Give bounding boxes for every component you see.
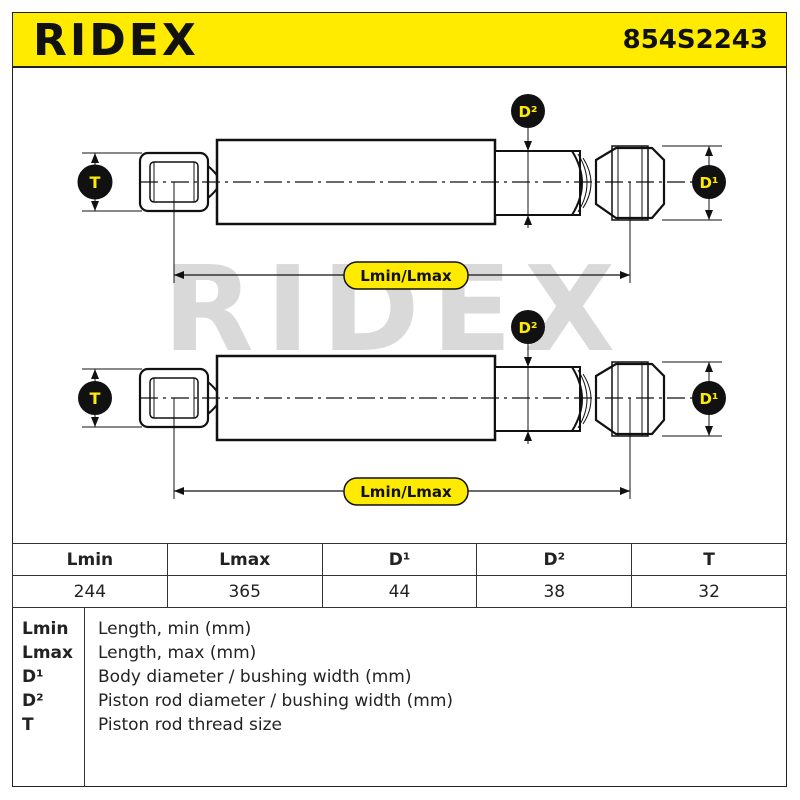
length-badge-bottom — [343, 477, 469, 506]
brand-logo: RIDEX — [33, 15, 199, 66]
d2-badge-bottom — [511, 310, 545, 344]
legend-key: Lmin — [22, 619, 69, 639]
table-header-row: Lmin Lmax D¹ D² T — [12, 543, 787, 576]
svg-text:D²: D² — [518, 103, 537, 121]
svg-text:D¹: D¹ — [699, 174, 718, 192]
legend: Lmin Length, min (mm) Lmax Length, max (… — [12, 607, 787, 787]
legend-desc: Piston rod thread size — [98, 715, 283, 735]
d2-badge-top — [511, 94, 545, 128]
t-badge-bottom — [78, 381, 112, 415]
legend-divider — [84, 607, 85, 787]
t-badge-top — [77, 164, 113, 200]
svg-text:Lmin/Lmax: Lmin/Lmax — [360, 483, 452, 501]
legend-desc: Piston rod diameter / bushing width (mm) — [98, 691, 454, 711]
d1-badge-top — [692, 165, 726, 199]
svg-text:T: T — [90, 173, 101, 192]
shock-absorber-diagram: RIDEX — [77, 94, 726, 506]
header-bar: RIDEX 854S2243 — [12, 12, 787, 68]
d1-badge-bottom — [692, 381, 726, 415]
svg-text:Lmin/Lmax: Lmin/Lmax — [360, 267, 452, 285]
header-lmax: Lmax — [166, 543, 323, 576]
shock-absorber-bottom — [82, 344, 722, 499]
value-d2: 38 — [476, 575, 633, 608]
legend-desc: Length, max (mm) — [98, 643, 257, 663]
svg-text:D¹: D¹ — [699, 390, 718, 408]
value-lmin: 244 — [12, 575, 168, 608]
legend-key: D² — [22, 691, 44, 711]
part-number: 854S2243 — [622, 25, 768, 55]
header-d2: D² — [476, 543, 633, 576]
length-badge-top — [343, 261, 469, 290]
svg-text:D²: D² — [518, 319, 537, 337]
svg-text:T: T — [90, 389, 101, 408]
legend-key: D¹ — [22, 667, 44, 687]
rod-bottom — [494, 366, 581, 432]
legend-desc: Length, min (mm) — [98, 619, 252, 639]
legend-desc: Body diameter / bushing width (mm) — [98, 667, 412, 687]
shock-absorber-top — [82, 128, 722, 283]
value-d1: 44 — [321, 575, 478, 608]
value-lmax: 365 — [166, 575, 323, 608]
legend-key: T — [22, 715, 34, 735]
header-lmin: Lmin — [12, 543, 168, 576]
body-bottom — [215, 354, 497, 442]
value-t: 32 — [631, 575, 787, 608]
table-value-row: 244 365 44 38 32 — [12, 575, 787, 608]
header-d1: D¹ — [321, 543, 478, 576]
dimensions-table: Lmin Lmax D¹ D² T 244 365 44 38 32 — [12, 543, 787, 608]
rod-top — [494, 150, 581, 216]
header-t: T — [631, 543, 787, 576]
legend-key: Lmax — [22, 643, 73, 663]
